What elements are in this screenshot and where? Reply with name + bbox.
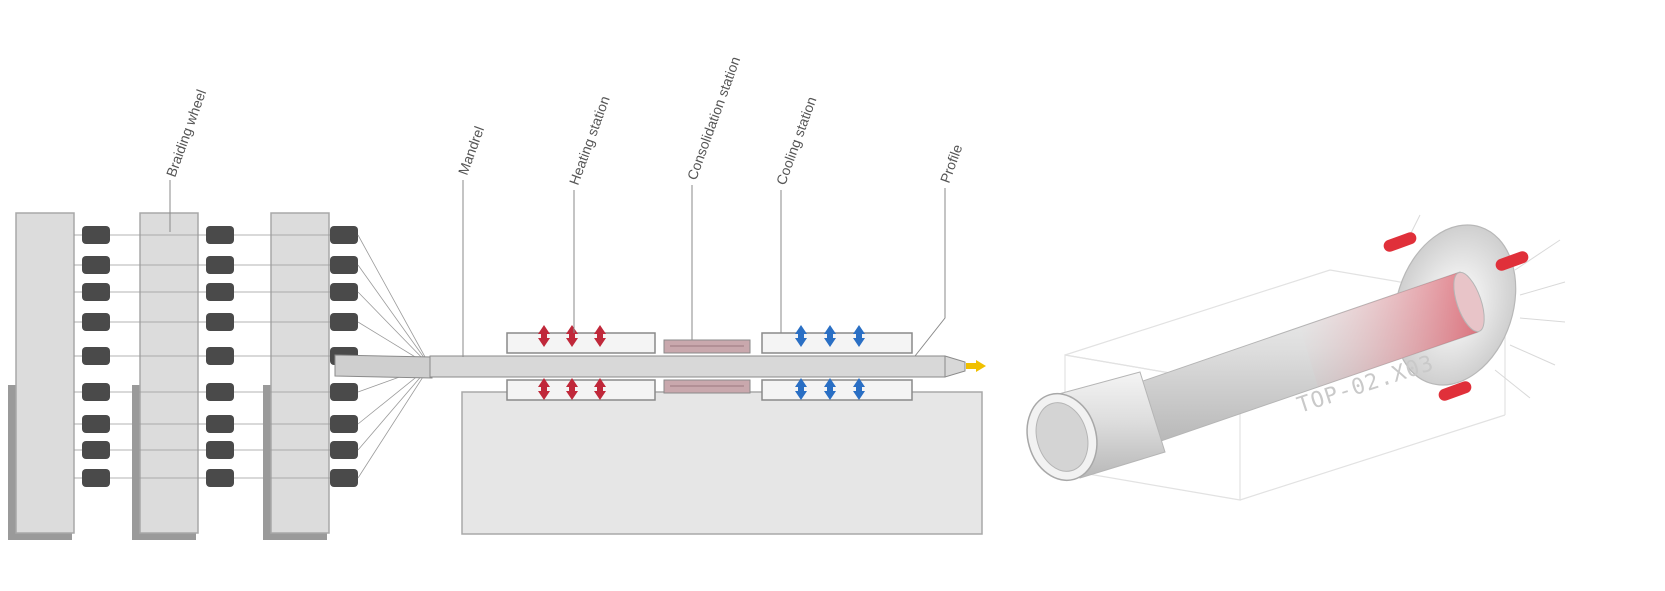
bobbin xyxy=(330,313,358,331)
product-illustration: TOP-02.X03 xyxy=(1026,214,1566,501)
profile-taper xyxy=(944,355,966,378)
mandrel-rod xyxy=(429,355,946,378)
bobbin xyxy=(206,415,234,433)
tube-end xyxy=(1453,271,1485,333)
label-profile: Profile xyxy=(937,142,966,185)
red-double-arrow-icon xyxy=(538,378,550,400)
bobbin xyxy=(82,313,110,331)
bobbin xyxy=(330,283,358,301)
braiding-wheel-2 xyxy=(132,212,199,540)
bobbin xyxy=(206,226,234,244)
bobbin xyxy=(82,283,110,301)
bobbin xyxy=(82,415,110,433)
clamp xyxy=(1383,232,1417,252)
processing-line xyxy=(334,325,986,535)
braiding-wheel-3 xyxy=(263,212,330,540)
bobbin xyxy=(206,347,234,365)
leader-lines xyxy=(169,180,946,357)
label-braiding-wheel: Braiding wheel xyxy=(163,87,209,179)
bobbin xyxy=(330,383,358,401)
label-mandrel: Mandrel xyxy=(455,124,487,177)
red-double-arrow-icon xyxy=(538,325,550,347)
bobbin xyxy=(82,256,110,274)
clamps xyxy=(1383,232,1529,401)
red-double-arrow-icon xyxy=(594,325,606,347)
bobbin xyxy=(82,347,110,365)
bobbin xyxy=(206,313,234,331)
braiding-wheels xyxy=(8,212,431,540)
blue-double-arrow-icon xyxy=(795,325,807,347)
bobbin xyxy=(330,441,358,459)
bobbin xyxy=(82,383,110,401)
label-cooling-station: Cooling station xyxy=(773,95,820,188)
label-heating-station: Heating station xyxy=(566,94,613,187)
blue-double-arrow-icon xyxy=(824,325,836,347)
cooling-arrows xyxy=(795,325,865,400)
braiding-wheel-1 xyxy=(8,212,75,540)
yarn-lines xyxy=(74,234,431,479)
bobbin xyxy=(206,256,234,274)
bobbin xyxy=(330,469,358,487)
heating-arrows xyxy=(538,325,606,400)
yellow-arrow-icon xyxy=(966,360,986,372)
blue-double-arrow-icon xyxy=(853,378,865,400)
heated-zone xyxy=(1300,272,1478,387)
blue-double-arrow-icon xyxy=(853,325,865,347)
yarn-line xyxy=(357,365,431,479)
clamp xyxy=(1438,381,1472,401)
red-double-arrow-icon xyxy=(566,378,578,400)
bobbin xyxy=(330,415,358,433)
label-consolidation-station: Consolidation station xyxy=(684,54,743,182)
bobbin xyxy=(206,383,234,401)
bobbin xyxy=(82,226,110,244)
blue-double-arrow-icon xyxy=(824,378,836,400)
red-double-arrow-icon xyxy=(594,378,606,400)
bobbin xyxy=(82,441,110,459)
bobbin xyxy=(82,469,110,487)
red-double-arrow-icon xyxy=(566,325,578,347)
consolidation-station xyxy=(663,339,751,394)
yarn-line xyxy=(357,291,431,367)
yarn-line xyxy=(357,264,431,367)
clamp xyxy=(1495,251,1529,271)
yarn-line xyxy=(357,365,431,451)
tube-opening-inner xyxy=(1035,402,1089,472)
bobbin xyxy=(206,469,234,487)
bobbin xyxy=(330,256,358,274)
labels: Braiding wheel Mandrel Heating station C… xyxy=(163,54,966,187)
blue-double-arrow-icon xyxy=(795,378,807,400)
bobbin xyxy=(330,226,358,244)
mandrel xyxy=(334,354,433,379)
bobbin xyxy=(206,283,234,301)
bobbin xyxy=(206,441,234,459)
yarn-line xyxy=(357,234,431,367)
machine-base xyxy=(461,391,983,535)
